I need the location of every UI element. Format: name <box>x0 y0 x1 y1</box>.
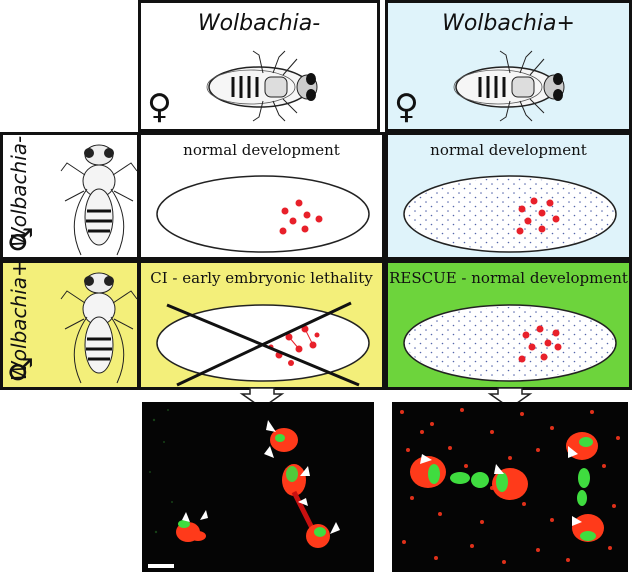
male-symbol: ♂ <box>7 223 34 258</box>
fly-illustration-vertical <box>60 272 138 384</box>
column-label-wolbachia-plus: Wolbachia+ <box>442 11 575 36</box>
cell-r1c2: normal development <box>385 132 632 260</box>
cell-r2c2: RESCUE - normal development <box>385 260 632 390</box>
row-header-wolbachia-plus-male: Wolbachia+ ♂ <box>0 260 140 390</box>
header-wolbachia-minus-female: Wolbachia- ♀ <box>138 0 380 132</box>
cell-r2c1: CI - early embryonic lethality <box>138 260 385 390</box>
micrograph-ci <box>142 402 374 572</box>
female-symbol: ♀ <box>147 87 172 127</box>
embryo-normal <box>156 175 370 253</box>
column-label-wolbachia-minus: Wolbachia- <box>197 11 321 36</box>
fly-illustration-horizontal <box>206 50 318 122</box>
female-symbol: ♀ <box>394 87 419 127</box>
row-header-wolbachia-minus-male: Wolbachia- ♂ <box>0 132 140 260</box>
micrograph-rescue <box>392 402 628 572</box>
embryo-lethal <box>156 301 370 387</box>
down-arrow-icon <box>239 387 285 409</box>
fly-illustration-horizontal <box>453 50 565 122</box>
cell-r1c1: normal development <box>138 132 385 260</box>
male-symbol: ♂ <box>7 353 34 388</box>
cross-out-mark <box>166 301 360 387</box>
cell-outcome-label: normal development <box>183 141 340 159</box>
header-wolbachia-plus-female: Wolbachia+ ♀ <box>385 0 632 132</box>
embryo-rescue <box>403 304 617 382</box>
cell-outcome-label: CI - early embryonic lethality <box>150 269 373 287</box>
embryo-infected-normal <box>403 175 617 253</box>
cell-outcome-label: RESCUE - normal development <box>389 269 628 287</box>
fly-illustration-vertical <box>60 144 138 256</box>
cell-outcome-label: normal development <box>430 141 587 159</box>
scale-bar <box>148 564 174 568</box>
down-arrow-icon <box>487 387 533 409</box>
